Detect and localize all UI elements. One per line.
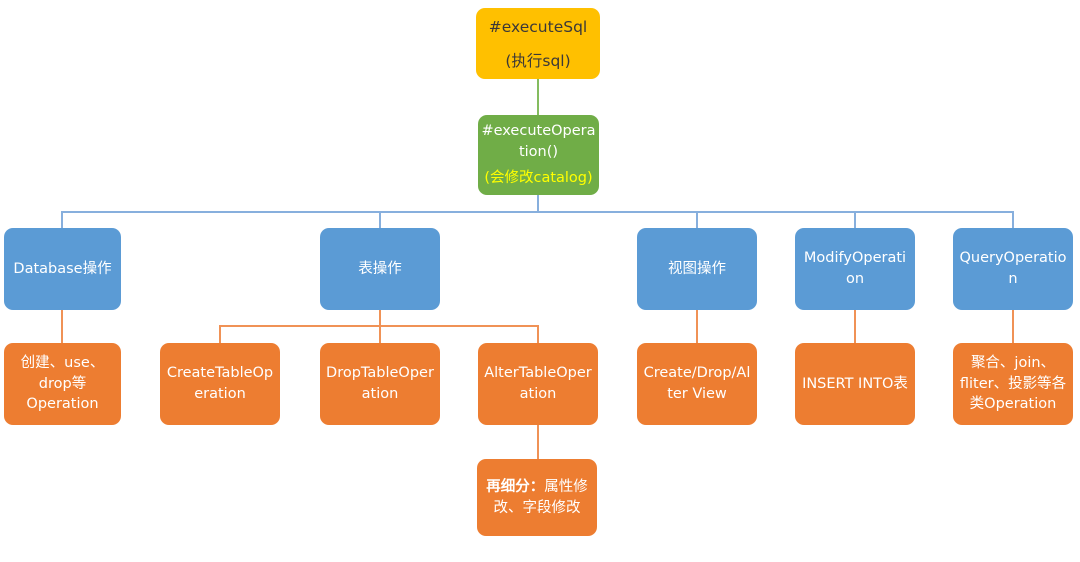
connector-altertable-to-detail [537, 425, 539, 459]
connector-table-stub [379, 310, 381, 326]
connector-to-droptable [379, 325, 381, 343]
connector-view-to-child [696, 310, 698, 343]
node-droptableoperation: DropTableOperation [320, 343, 440, 425]
node-altertableoperation: AlterTableOperation [478, 343, 598, 425]
node-view-child: Create/Drop/Alter View [637, 343, 757, 425]
node-database-child-label: 创建、use、drop等Operation [20, 355, 105, 413]
connector-to-table [379, 211, 381, 228]
connector-executeoperation-stub [537, 195, 539, 212]
node-view-ops: 视图操作 [637, 228, 757, 310]
node-query-child: 聚合、join、fliter、投影等各类Operation [953, 343, 1073, 425]
node-executeoperation: #executeOperation() (会修改catalog) [478, 115, 599, 195]
node-table-ops: 表操作 [320, 228, 440, 310]
node-alter-detail-rest: 属性修改、字段修改 [493, 478, 588, 516]
node-database-ops-label: Database操作 [13, 260, 112, 277]
connector-query-to-child [1012, 310, 1014, 343]
node-executesql-title: #executeSql [488, 17, 588, 36]
node-view-child-label: Create/Drop/Alter View [643, 365, 751, 402]
node-createtableoperation-label: CreateTableOperation [166, 365, 274, 402]
connector-to-modifyoperation [854, 211, 856, 228]
node-database-ops: Database操作 [4, 228, 121, 310]
node-modifyoperation: ModifyOperation [795, 228, 915, 310]
connector-level3-horizontal [62, 211, 1014, 213]
connector-to-database [61, 211, 63, 228]
node-executeoperation-title: #executeOperation() [481, 123, 596, 160]
node-database-child: 创建、use、drop等Operation [4, 343, 121, 425]
connector-to-altertable [537, 325, 539, 343]
node-queryoperation: QueryOperation [953, 228, 1073, 310]
node-executesql-subtitle: (执行sql) [505, 51, 571, 70]
connector-to-queryoperation [1012, 211, 1014, 228]
node-createtableoperation: CreateTableOperation [160, 343, 280, 425]
node-executeoperation-subtitle: (会修改catalog) [484, 170, 593, 187]
node-view-ops-label: 视图操作 [668, 260, 726, 277]
node-insert-into: INSERT INTO表 [795, 343, 915, 425]
node-insert-into-label: INSERT INTO表 [802, 375, 908, 392]
node-executesql: #executeSql (执行sql) [476, 8, 600, 79]
connector-modify-to-child [854, 310, 856, 343]
node-query-child-label: 聚合、join、fliter、投影等各类Operation [959, 355, 1067, 413]
node-alter-detail-bold: 再细分： [486, 478, 545, 495]
connector-to-view [696, 211, 698, 228]
node-alter-detail-label: 再细分：属性修改、字段修改 [482, 477, 592, 518]
connector-root-to-executeoperation [537, 79, 539, 115]
node-alter-detail: 再细分：属性修改、字段修改 [477, 459, 597, 536]
node-modifyoperation-label: ModifyOperation [803, 250, 907, 287]
node-queryoperation-label: QueryOperation [959, 250, 1067, 287]
node-droptableoperation-label: DropTableOperation [326, 365, 434, 402]
node-table-ops-label: 表操作 [358, 260, 402, 277]
connector-to-createtable [219, 325, 221, 343]
connector-database-to-child [61, 310, 63, 343]
node-altertableoperation-label: AlterTableOperation [484, 365, 592, 402]
